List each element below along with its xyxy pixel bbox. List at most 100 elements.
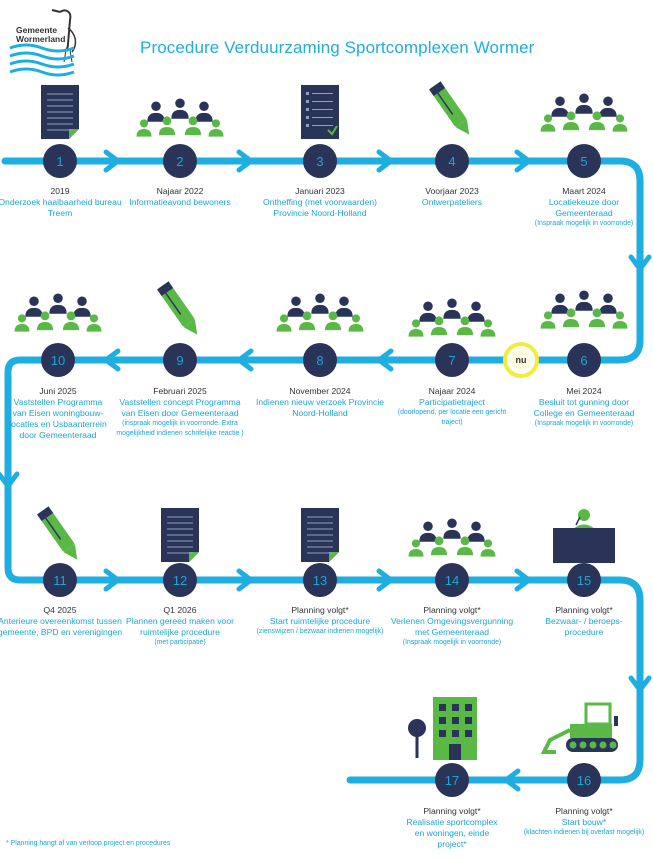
step-title: Start bouw* xyxy=(561,817,607,827)
step-label: Planning volgt*Bezwaar- / beroeps-proced… xyxy=(539,605,629,638)
step-title: Vaststellen Programma van Eisen woningbo… xyxy=(9,397,107,440)
step-node: 2 xyxy=(163,144,197,178)
svg-text:5: 5 xyxy=(580,154,587,169)
flow-arrow xyxy=(236,568,254,592)
footnote: * Planning hangt af van verloop project … xyxy=(6,840,171,847)
svg-text:14: 14 xyxy=(445,573,459,588)
step-note: (Inspraak mogelijk in voorronde) xyxy=(402,639,502,646)
pen-icon xyxy=(157,281,198,335)
step-label: Planning volgt*Start bouw*(klachten indi… xyxy=(519,806,649,838)
flow-arrow xyxy=(376,568,394,592)
bulldozer-icon xyxy=(540,702,618,754)
step-title: Participatietraject xyxy=(419,397,485,407)
step-node: 16 xyxy=(567,763,601,797)
step-node: 15 xyxy=(567,563,601,597)
timeline-line xyxy=(1,157,644,784)
step-date: Januari 2023 xyxy=(295,186,345,196)
document-icon xyxy=(301,508,339,562)
people-group-icon xyxy=(540,290,628,329)
people-group-icon xyxy=(408,298,496,337)
flow-arrow xyxy=(628,675,652,693)
step-node: 5 xyxy=(567,144,601,178)
flow-arrow xyxy=(514,149,532,173)
step-title: Verlenen Omgevingsvergunning met Gemeent… xyxy=(390,616,514,637)
speaker-podium-icon xyxy=(553,509,615,563)
step-date: Voorjaar 2023 xyxy=(425,186,479,196)
step-node: 8 xyxy=(303,343,337,377)
step-label: Planning volgt*Realisatie sportcomplex e… xyxy=(402,806,502,850)
pen-icon xyxy=(429,81,470,135)
step-label: Planning volgt*Start ruimtelijke procedu… xyxy=(255,605,385,637)
document-icon xyxy=(161,508,199,562)
svg-text:13: 13 xyxy=(313,573,327,588)
step-title: Realisatie sportcomplex en woningen, ein… xyxy=(406,817,498,849)
step-date: Planning volgt* xyxy=(555,605,613,615)
svg-text:11: 11 xyxy=(53,573,67,588)
step-note: (zienswijzen / bezwaar indienen mogelijk… xyxy=(256,628,384,635)
step-title: Informatieavond bewoners xyxy=(129,197,231,207)
step-node: 14 xyxy=(435,563,469,597)
flow-arrow xyxy=(103,348,121,372)
step-date: Maart 2024 xyxy=(562,186,606,196)
step-title: Onderzoek haalbaarheid bureau Treem xyxy=(0,197,122,218)
step-node: 9 xyxy=(163,343,197,377)
people-group-icon xyxy=(408,518,496,557)
flow-arrow xyxy=(514,568,532,592)
step-node: 12 xyxy=(163,563,197,597)
logo-line-2: Wormerland xyxy=(16,34,66,44)
svg-text:9: 9 xyxy=(176,353,183,368)
step-note: (Inspraak mogelijk in voorronde) xyxy=(534,420,634,427)
step-date: Najaar 2024 xyxy=(428,386,476,396)
people-group-icon xyxy=(136,98,224,137)
step-date: Planning volgt* xyxy=(423,806,481,816)
step-node: 11 xyxy=(43,563,77,597)
people-group-icon xyxy=(276,293,364,332)
step-note: (inspraak mogelijk in voorronde. Extra m… xyxy=(116,420,244,437)
svg-text:nu: nu xyxy=(516,355,527,365)
step-note: (doorlopend, per locatie een gericht tra… xyxy=(397,409,507,426)
step-title: Locatiekeuze door Gemeenteraad xyxy=(548,197,620,218)
step-title: Ontwerpateliers xyxy=(421,197,483,207)
checklist-icon xyxy=(301,85,339,139)
step-date: Q4 2025 xyxy=(43,605,77,615)
step-node: 10 xyxy=(41,343,75,377)
step-node: 13 xyxy=(303,563,337,597)
step-title: Besluit tot gunning door College en Geme… xyxy=(533,397,635,418)
step-date: Planning volgt* xyxy=(423,605,481,615)
step-date: Juni 2025 xyxy=(39,386,77,396)
step-date: Mei 2024 xyxy=(566,386,602,396)
step-node: 4 xyxy=(435,144,469,178)
step-date: Planning volgt* xyxy=(291,605,349,615)
flow-arrow xyxy=(376,348,394,372)
step-note: (met participatie) xyxy=(154,639,206,646)
step-note: (klachten indienen bij overlast mogelijk… xyxy=(523,829,645,836)
people-group-icon xyxy=(14,293,102,332)
document-icon xyxy=(41,85,79,139)
svg-text:3: 3 xyxy=(316,154,323,169)
flow-arrow xyxy=(236,149,254,173)
svg-text:4: 4 xyxy=(448,154,455,169)
svg-text:12: 12 xyxy=(173,573,187,588)
step-node: 17 xyxy=(435,763,469,797)
svg-text:2: 2 xyxy=(176,154,183,169)
svg-text:7: 7 xyxy=(448,353,455,368)
flow-arrow xyxy=(103,149,121,173)
step-node: 1 xyxy=(43,144,77,178)
flow-arrow xyxy=(376,149,394,173)
flow-arrow xyxy=(103,568,121,592)
svg-text:1: 1 xyxy=(56,154,63,169)
step-title: Ontheffing (met voorwaarden) Provincie N… xyxy=(262,197,377,218)
step-node: 3 xyxy=(303,144,337,178)
step-note: (Inspraak mogelijk in voorronde) xyxy=(534,220,634,227)
flow-arrow xyxy=(628,254,652,272)
